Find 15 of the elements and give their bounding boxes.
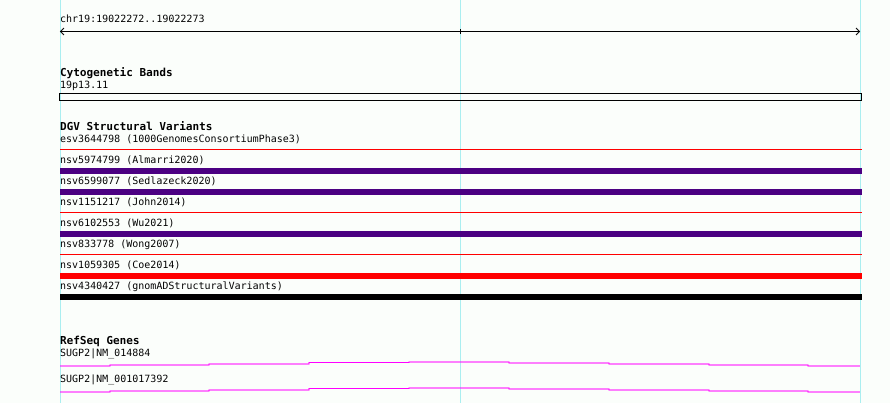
gene-label: SUGP2|NM_014884 — [60, 348, 150, 360]
gene-label: SUGP2|NM_001017392 — [60, 374, 168, 386]
variant-label: nsv1151217 (John2014) — [60, 197, 186, 209]
track-title: RefSeq Genes — [60, 335, 140, 347]
variant-label: nsv1059305 (Coe2014) — [60, 260, 180, 272]
track-title: DGV Structural Variants — [60, 121, 212, 133]
variant-label: nsv833778 (Wong2007) — [60, 239, 180, 251]
variant-label: esv3644798 (1000GenomesConsortiumPhase3) — [60, 134, 301, 146]
track-title: Cytogenetic Bands — [60, 67, 173, 79]
band-label: 19p13.11 — [60, 80, 108, 92]
variant-label: nsv4340427 (gnomADStructuralVariants) — [60, 281, 283, 293]
variant-label: nsv6599077 (Sedlazeck2020) — [60, 176, 217, 188]
variant-label: nsv6102553 (Wu2021) — [60, 218, 174, 230]
variant-label: nsv5974799 (Almarri2020) — [60, 155, 204, 167]
coordinate-label: chr19:19022272..19022273 — [60, 14, 204, 26]
